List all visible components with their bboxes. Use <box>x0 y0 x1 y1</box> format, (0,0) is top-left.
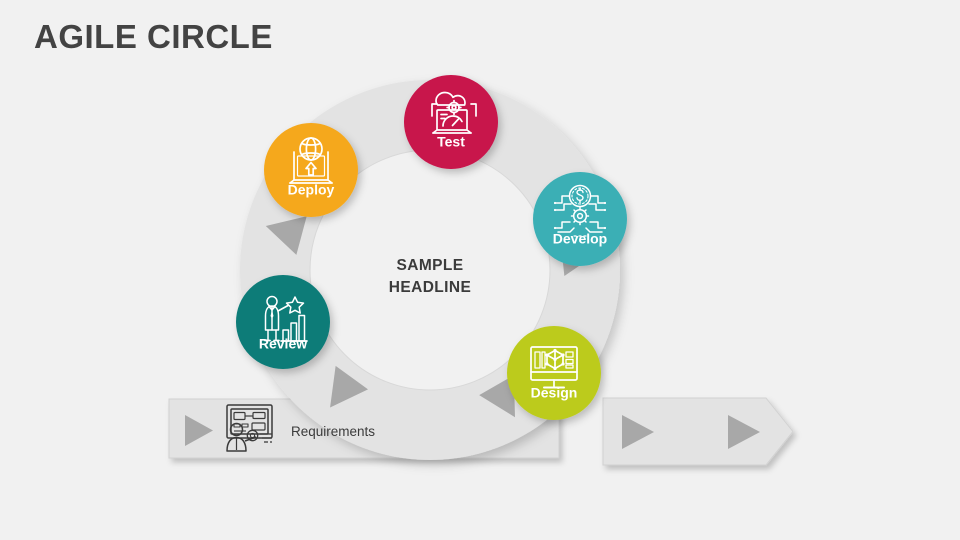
center-headline-line1: SAMPLE <box>396 257 464 274</box>
node-test[interactable]: Test <box>404 75 498 169</box>
ring-inner-disc <box>310 150 550 390</box>
banner-arrow-icon <box>185 415 213 446</box>
node-test-label: Test <box>437 134 465 150</box>
person-chart-star-icon <box>264 295 308 342</box>
laptop-globe-upload-icon <box>289 137 333 184</box>
node-review-label: Review <box>259 336 307 352</box>
monitor-cube-icon <box>530 346 578 389</box>
banner-arrow-icon <box>622 415 654 449</box>
node-design-label: Design <box>531 385 578 401</box>
coin-gear-circuit-icon <box>553 184 607 237</box>
ring-arrow-icon <box>265 216 307 255</box>
banner-arrow-icon <box>728 415 760 449</box>
ring-arrow-icon <box>479 375 515 418</box>
banner-requirements-label: Requirements <box>291 424 376 439</box>
node-review[interactable]: Review <box>236 275 330 369</box>
ring-arrow-icon <box>330 365 369 408</box>
center-headline: SAMPLE HEADLINE <box>330 255 530 299</box>
node-develop[interactable]: Develop <box>533 172 627 266</box>
node-deploy[interactable]: Deploy <box>264 123 358 217</box>
page-title: AGILE CIRCLE <box>34 18 273 55</box>
presentation-person-icon <box>226 404 273 452</box>
node-develop-label: Develop <box>553 231 607 247</box>
node-design[interactable]: Design <box>507 326 601 420</box>
cloud-test-icon <box>431 91 477 134</box>
node-deploy-label: Deploy <box>288 182 335 198</box>
banner-next-stage[interactable] <box>602 397 794 466</box>
center-headline-line2: HEADLINE <box>388 279 472 296</box>
